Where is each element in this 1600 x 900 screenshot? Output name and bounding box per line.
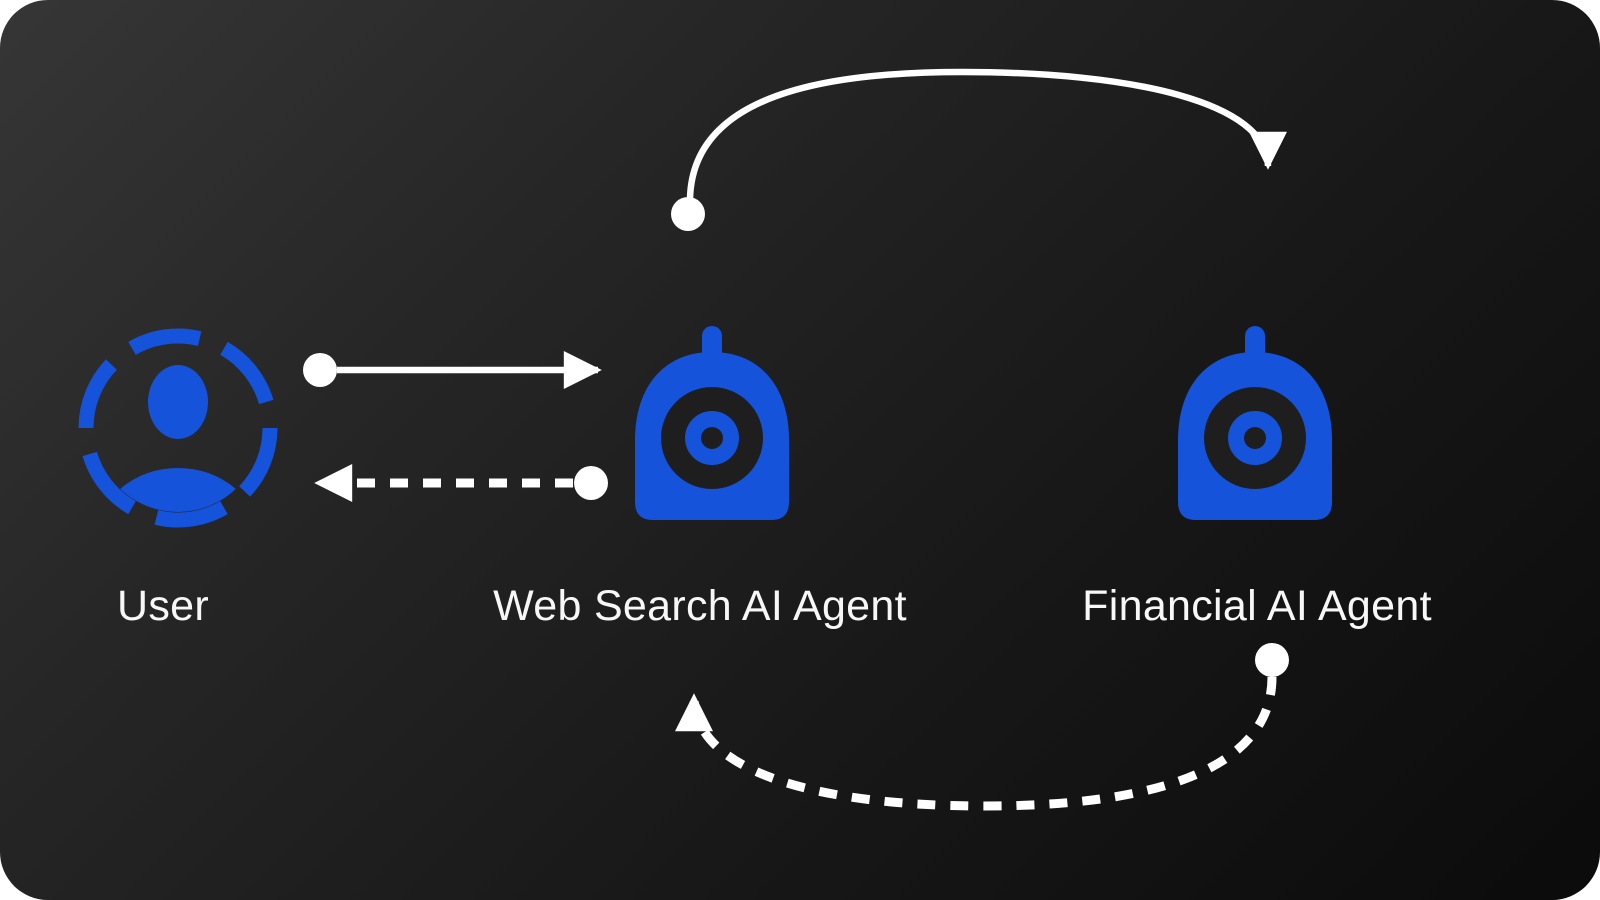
edge-start-dot (574, 466, 608, 500)
web-search-agent-label: Web Search AI Agent (493, 582, 907, 630)
web-search-agent-icon (635, 326, 789, 520)
user-label: User (117, 582, 209, 630)
edge-start-dot (671, 197, 705, 231)
edge-user-to-websearch (303, 351, 602, 389)
edge-start-dot (1255, 643, 1289, 677)
user-icon (78, 328, 278, 528)
user-dashed-ring (78, 328, 278, 528)
edge-websearch-to-financial (671, 68, 1287, 231)
edge-start-dot (303, 353, 337, 387)
edge-websearch-to-user (314, 464, 608, 502)
edge-financial-to-websearch (675, 643, 1289, 811)
financial-agent-icon (1178, 326, 1332, 520)
financial-agent-label: Financial AI Agent (1082, 582, 1432, 630)
